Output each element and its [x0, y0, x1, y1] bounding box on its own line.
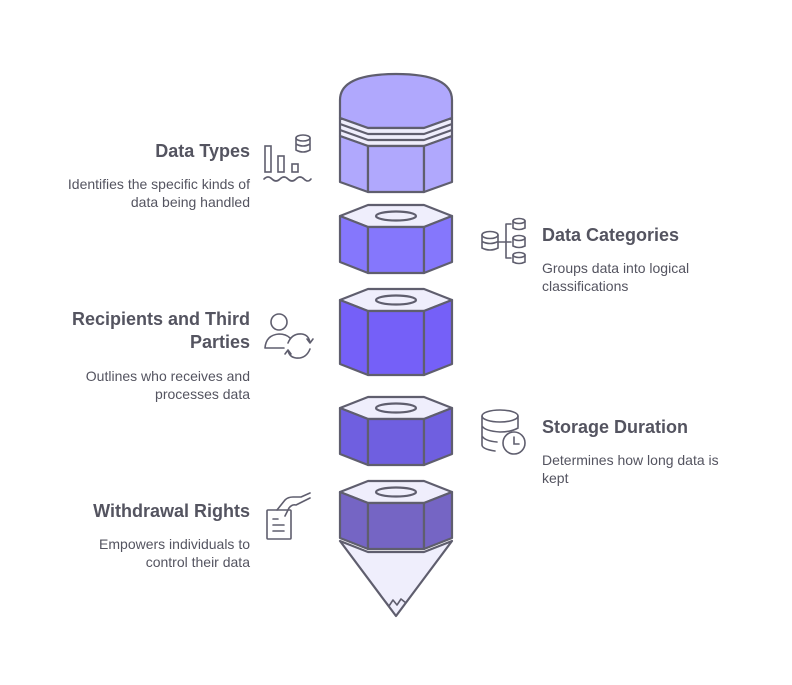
- hand: [276, 492, 311, 517]
- hand-document-icon: [266, 492, 311, 540]
- hex-left-face: [338, 490, 370, 551]
- db-body: [481, 415, 519, 452]
- item-description-data-types: Identifies the specific kinds of data be…: [68, 175, 250, 211]
- item-title-data-categories: Data Categories: [542, 225, 680, 245]
- db-child-3-body: [512, 254, 526, 265]
- hex-front-face: [366, 225, 426, 275]
- db-child-1: [512, 217, 526, 225]
- hex-left-face: [338, 214, 370, 275]
- db-child-2-body: [512, 237, 526, 249]
- desc-line: Outlines who receives and: [85, 368, 250, 384]
- database-hierarchy-icon: [481, 217, 526, 265]
- sync-arrow-top: [287, 333, 314, 344]
- desc-line: data being handled: [130, 194, 250, 210]
- db-main-top: [481, 230, 499, 240]
- desc-line: classifications: [542, 278, 629, 294]
- desc-line: Groups data into logical: [542, 260, 690, 276]
- user-head: [270, 313, 288, 331]
- data-types-icon: [263, 134, 312, 182]
- db-main-body: [481, 234, 499, 251]
- bar-tall: [264, 145, 272, 173]
- db-body: [295, 137, 311, 153]
- connector: [497, 223, 512, 259]
- hex-hole: [374, 486, 418, 498]
- item-description-data-categories: Groups data into logical classifications: [542, 259, 689, 295]
- desc-line: control their data: [145, 554, 250, 570]
- hex-hole: [374, 210, 418, 222]
- db-top: [295, 134, 311, 142]
- title-line: Parties: [189, 332, 250, 352]
- db-child-1-body: [512, 220, 526, 231]
- tip-lead: [384, 598, 407, 607]
- segment-storage-duration: [338, 395, 454, 467]
- bar-mid: [277, 155, 285, 173]
- hex-front-face: [366, 309, 426, 377]
- sync-arrow-bottom: [284, 348, 311, 359]
- item-title-storage-duration: Storage Duration: [542, 417, 689, 437]
- db-top: [481, 409, 519, 423]
- db-child-3: [512, 251, 526, 259]
- hex-hole: [374, 294, 418, 306]
- pencil-stack: [338, 72, 454, 618]
- title-line: Recipients and Third: [71, 309, 250, 329]
- segment-withdrawal-rights: [338, 479, 454, 551]
- hex-hole: [374, 402, 418, 414]
- item-title-data-types: Data Types: [155, 141, 250, 161]
- hex-right-face: [422, 490, 454, 551]
- user-body: [264, 333, 291, 349]
- desc-line: Determines how long data is: [542, 452, 719, 468]
- segment-data-categories: [338, 203, 454, 275]
- desc-line: Empowers individuals to: [99, 536, 250, 552]
- hex-front-face: [366, 417, 426, 467]
- item-description-withdrawal-rights: Empowers individuals to control their da…: [99, 535, 250, 571]
- user-sync-icon: [264, 313, 314, 359]
- desc-line: Identifies the specific kinds of: [67, 176, 250, 192]
- db-child-2: [512, 234, 526, 242]
- clock-face: [502, 431, 526, 455]
- segment-1-front-face: [366, 144, 426, 194]
- segment-data-types: [338, 72, 454, 194]
- ferrule-line-2: [339, 128, 453, 142]
- clock-hands: [513, 436, 520, 445]
- ferrule-line-1: [339, 122, 453, 136]
- eraser-cap: [338, 72, 454, 130]
- database-clock-icon: [481, 409, 526, 455]
- bar-short: [291, 163, 299, 173]
- segment-recipients: [338, 287, 454, 377]
- hex-front-face: [366, 501, 426, 551]
- document-lines: [272, 518, 285, 532]
- hex-left-face: [338, 298, 370, 377]
- segment-1-left-face: [338, 134, 370, 194]
- segment-1-right-face: [422, 134, 454, 194]
- wave: [263, 176, 312, 182]
- desc-line: processes data: [155, 386, 250, 402]
- item-title-withdrawal-rights: Withdrawal Rights: [93, 501, 250, 521]
- document: [266, 509, 292, 540]
- item-title-recipients: Recipients and Third Parties: [72, 308, 250, 354]
- pencil-tip: [338, 539, 454, 618]
- desc-line: kept: [542, 470, 569, 486]
- hex-left-face: [338, 406, 370, 467]
- hex-right-face: [422, 214, 454, 275]
- hex-right-face: [422, 406, 454, 467]
- hex-right-face: [422, 298, 454, 377]
- item-description-recipients: Outlines who receives and processes data: [86, 367, 250, 403]
- item-description-storage-duration: Determines how long data is kept: [542, 451, 719, 487]
